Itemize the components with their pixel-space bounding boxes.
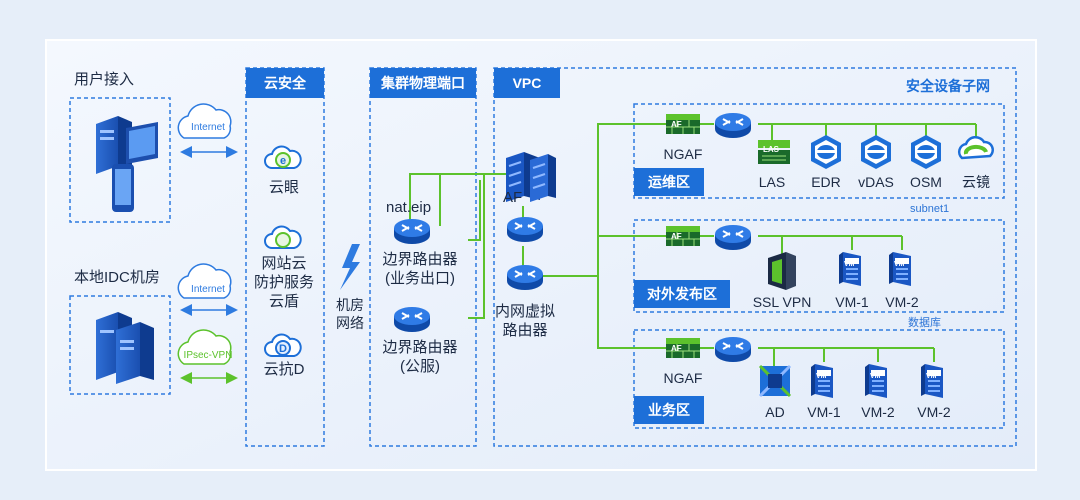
vm-badge: VM [870,373,881,380]
border-router-2-label: 边界路由器(公服) [382,339,458,375]
ext-zone-tag: 数据库 [908,317,941,329]
biz-fw-badge: AF [671,344,682,353]
biz-router-icon [714,336,752,363]
cluster-header: 集群物理端口 [370,68,476,98]
idc-server-icon [96,312,154,384]
ipsec-cloud-icon [177,329,232,365]
yunjing-icon [957,135,994,160]
biz-device-4: VM-2 [917,404,951,420]
user-internet-label: Internet [191,122,225,133]
af-label: AF [503,189,523,206]
vm-badge: VM [816,373,827,380]
ops-zone-tag: subnet1 [910,203,950,215]
nat-eip-label: nat.eip [386,199,432,216]
yunyan-icon [264,145,302,169]
yunkang-icon-letter: D [279,343,287,355]
ext-zone-name: 对外发布区 [634,280,730,308]
border-router-2-icon [393,306,431,333]
lightning-icon [340,244,360,290]
ext-device-3: VM-2 [885,294,919,310]
green-links [409,123,977,366]
ops-fw-label: NGAF [663,146,703,162]
vm-badge: VM [894,261,905,268]
ops-device-4: OSM [910,174,942,190]
vm-badge: VM [844,261,855,268]
ssl-vpn-icon [768,252,796,290]
ad-icon [758,364,792,398]
idc-title: 本地IDC机房 [74,269,160,286]
ops-device-1: LAS [758,174,786,190]
ext-router-icon [714,224,752,251]
yundun-icon [264,225,302,249]
inner-router-icon [506,264,544,291]
ops-device-5: 云镜 [962,174,990,190]
cloud-security-header: 云安全 [246,68,324,98]
las-badge: LAS [763,145,779,154]
ops-device-2: EDR [811,174,841,190]
biz-device-3: VM-2 [861,404,895,420]
phone-icon [112,164,134,212]
vpc-header: VPC [494,68,560,98]
las-icon [758,140,790,164]
af-firewall-icon [506,152,556,202]
vpc-router-icon [506,216,544,243]
ops-device-3: vDAS [858,174,894,190]
biz-fw-label: NGAF [663,370,703,386]
ext-device-1: SSL VPN [752,294,812,310]
ext-fw-badge: AF [671,232,682,241]
vm-badge: VM [926,373,937,380]
ext-device-2: VM-1 [835,294,869,310]
ops-zone-name: 运维区 [634,168,704,196]
biz-device-1: AD [765,404,785,420]
internet-cloud-icon [177,103,232,139]
ops-fw-badge: AF [671,120,682,129]
idc-internet-label: Internet [191,284,225,295]
yunkang-icon [264,333,302,357]
server-pc-icon [96,116,158,174]
subnet-title: 安全设备子网 [906,78,990,94]
yunyan-icon-letter: e [279,155,287,167]
idc-ipsec-label: IPsec-VPN [183,350,233,361]
yunyan-label: 云眼 [268,179,300,196]
biz-device-2: VM-1 [807,404,841,420]
border-router-1-icon [393,218,431,245]
border-router-1-label: 边界路由器(业务出口) [382,251,458,287]
yunkang-label: 云抗D [263,361,305,378]
idc-internet-cloud-icon [177,263,232,299]
user-access-title: 用户接入 [74,71,135,88]
yundun-label: 网站云防护服务云盾 [253,255,315,310]
machine-room-label: 机房网络 [336,297,364,331]
biz-zone-name: 业务区 [634,396,704,424]
inner-router-label: 内网虚拟路由器 [494,303,556,339]
ops-router-icon [714,112,752,139]
